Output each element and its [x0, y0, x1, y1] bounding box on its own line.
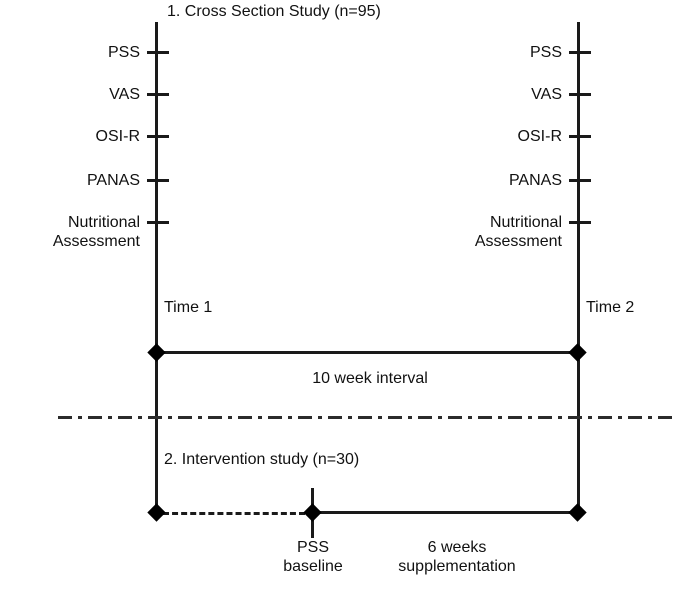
- section-separator: [58, 416, 672, 419]
- cross-section-interval-label: 10 week interval: [312, 370, 428, 387]
- intervention-end-marker: [568, 503, 587, 522]
- time1-label-panas: PANAS: [86, 172, 140, 189]
- intervention-start-marker: [147, 503, 166, 522]
- supplementation-line: [312, 511, 579, 514]
- time1-tick-pss: [147, 51, 169, 54]
- time1-axis-line: [155, 22, 158, 519]
- time1-label-nutritional-assessment: Nutritional Assessment: [52, 214, 140, 250]
- time1-tick-nutritional: [147, 221, 169, 224]
- supplementation-label: 6 weeks supplementation: [398, 539, 516, 575]
- time2-tick-osir: [569, 135, 591, 138]
- intervention-title: 2. Intervention study (n=30): [164, 451, 360, 468]
- time1-tick-osir: [147, 135, 169, 138]
- time2-label-pss: PSS: [529, 44, 562, 61]
- time2-interval-marker: [568, 343, 587, 362]
- time1-tick-panas: [147, 179, 169, 182]
- time2-caption: Time 2: [586, 299, 635, 316]
- time1-label-pss: PSS: [107, 44, 140, 61]
- time2-tick-nutritional: [569, 221, 591, 224]
- cross-section-interval-line: [157, 351, 579, 354]
- time2-axis-line: [577, 22, 580, 519]
- time2-label-nutritional-assessment: Nutritional Assessment: [474, 214, 562, 250]
- time2-tick-pss: [569, 51, 591, 54]
- time2-label-panas: PANAS: [508, 172, 562, 189]
- time2-tick-vas: [569, 93, 591, 96]
- time2-label-vas: VAS: [531, 86, 562, 103]
- time1-label-vas: VAS: [109, 86, 140, 103]
- time1-tick-vas: [147, 93, 169, 96]
- intervention-leadin-dashed-line: [163, 512, 305, 515]
- time1-label-osir: OSI-R: [95, 128, 140, 145]
- time1-interval-marker: [147, 343, 166, 362]
- cross-section-title: 1. Cross Section Study (n=95): [167, 3, 381, 20]
- pss-baseline-marker: [303, 503, 322, 522]
- pss-baseline-label: PSS baseline: [283, 539, 343, 575]
- time2-tick-panas: [569, 179, 591, 182]
- time1-caption: Time 1: [164, 299, 213, 316]
- time2-label-osir: OSI-R: [517, 128, 562, 145]
